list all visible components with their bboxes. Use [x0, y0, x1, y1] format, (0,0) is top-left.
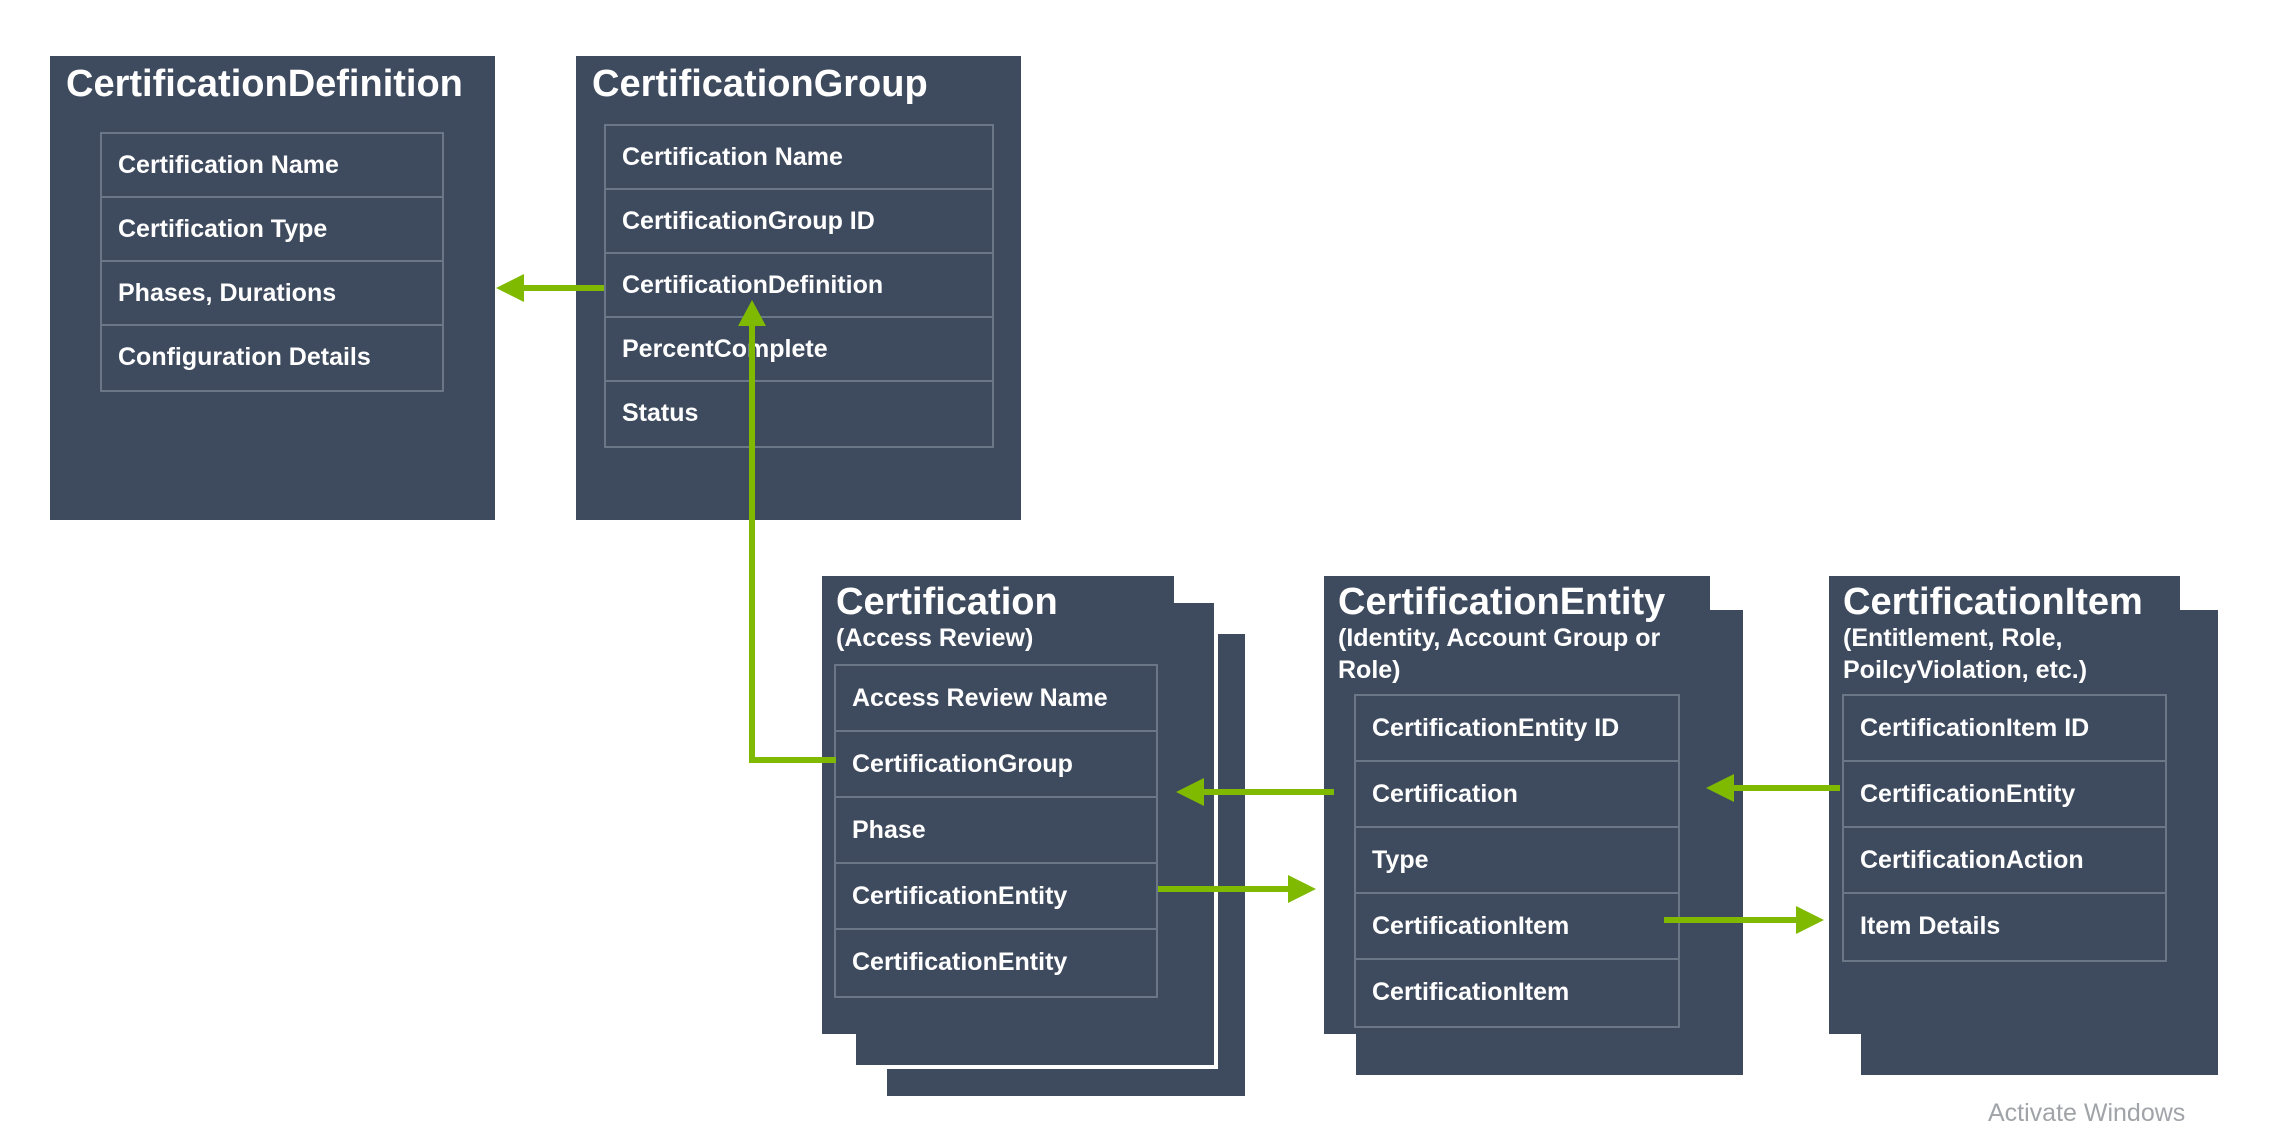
- field-certification-name: Certification Name: [606, 126, 992, 190]
- field-list: CertificationEntity ID Certification Typ…: [1354, 694, 1680, 1028]
- field-certification-type: Certification Type: [102, 198, 442, 262]
- field-certification-name: Certification Name: [102, 134, 442, 198]
- field-list: Certification Name Certification Type Ph…: [100, 132, 444, 392]
- field-phase: Phase: [836, 798, 1156, 864]
- arrowhead: [1796, 906, 1824, 934]
- field-certification: Certification: [1356, 762, 1678, 828]
- subtitle-line: (Entitlement, Role,: [1843, 624, 2063, 652]
- field-configuration-details: Configuration Details: [118, 343, 371, 371]
- entity-subtitle: (Access Review): [836, 624, 1034, 652]
- entity-subtitle: (Identity, Account Group or Role): [1338, 622, 1660, 686]
- entity-title: CertificationDefinition: [66, 63, 463, 105]
- field-list: CertificationItem ID CertificationEntity…: [1842, 694, 2167, 962]
- entity-certification-definition: CertificationDefinition Certification Na…: [50, 56, 495, 520]
- field-certification-entity-id: CertificationEntity ID: [1356, 696, 1678, 762]
- arrowhead: [1288, 875, 1316, 903]
- field-percent-complete: PercentComplete: [606, 318, 992, 382]
- field-certification-item: CertificationItem: [1372, 978, 1570, 1006]
- activate-windows-watermark: Activate Windows: [1988, 1099, 2186, 1127]
- entity-title: Certification: [836, 581, 1058, 623]
- field-list: Certification Name CertificationGroup ID…: [604, 124, 994, 448]
- field-certification-definition: CertificationDefinition: [606, 254, 992, 318]
- entity-title: CertificationEntity: [1338, 581, 1666, 623]
- field-access-review-name: Access Review Name: [836, 666, 1156, 732]
- field-certification-group: CertificationGroup: [836, 732, 1156, 798]
- entity-certification-entity: CertificationEntity (Identity, Account G…: [1324, 576, 1710, 1034]
- field-certification-entity: CertificationEntity: [836, 864, 1156, 930]
- subtitle-line: (Identity, Account Group or: [1338, 624, 1661, 652]
- entity-certification-item: CertificationItem (Entitlement, Role, Po…: [1829, 576, 2180, 1034]
- field-phases-durations: Phases, Durations: [102, 262, 442, 326]
- arrowhead: [496, 274, 524, 302]
- field-item-details: Item Details: [1860, 912, 2001, 940]
- subtitle-line: PoilcyViolation, etc.): [1843, 656, 2088, 684]
- field-certification-entity: CertificationEntity: [1844, 762, 2165, 828]
- field-certification-item-id: CertificationItem ID: [1844, 696, 2165, 762]
- field-certification-group-id: CertificationGroup ID: [606, 190, 992, 254]
- entity-certification: Certification (Access Review) Access Rev…: [822, 576, 1174, 1034]
- field-type: Type: [1356, 828, 1678, 894]
- entity-certification-group: CertificationGroup Certification Name Ce…: [576, 56, 1021, 520]
- field-status: Status: [622, 399, 699, 427]
- entity-title: CertificationItem: [1843, 581, 2143, 623]
- field-certification-action: CertificationAction: [1844, 828, 2165, 894]
- entity-title: CertificationGroup: [592, 63, 928, 105]
- field-certification-entity: CertificationEntity: [852, 948, 1068, 976]
- field-certification-item: CertificationItem: [1356, 894, 1678, 960]
- entity-subtitle: (Entitlement, Role, PoilcyViolation, etc…: [1843, 622, 2087, 686]
- field-list: Access Review Name CertificationGroup Ph…: [834, 664, 1158, 998]
- subtitle-line: Role): [1338, 656, 1401, 684]
